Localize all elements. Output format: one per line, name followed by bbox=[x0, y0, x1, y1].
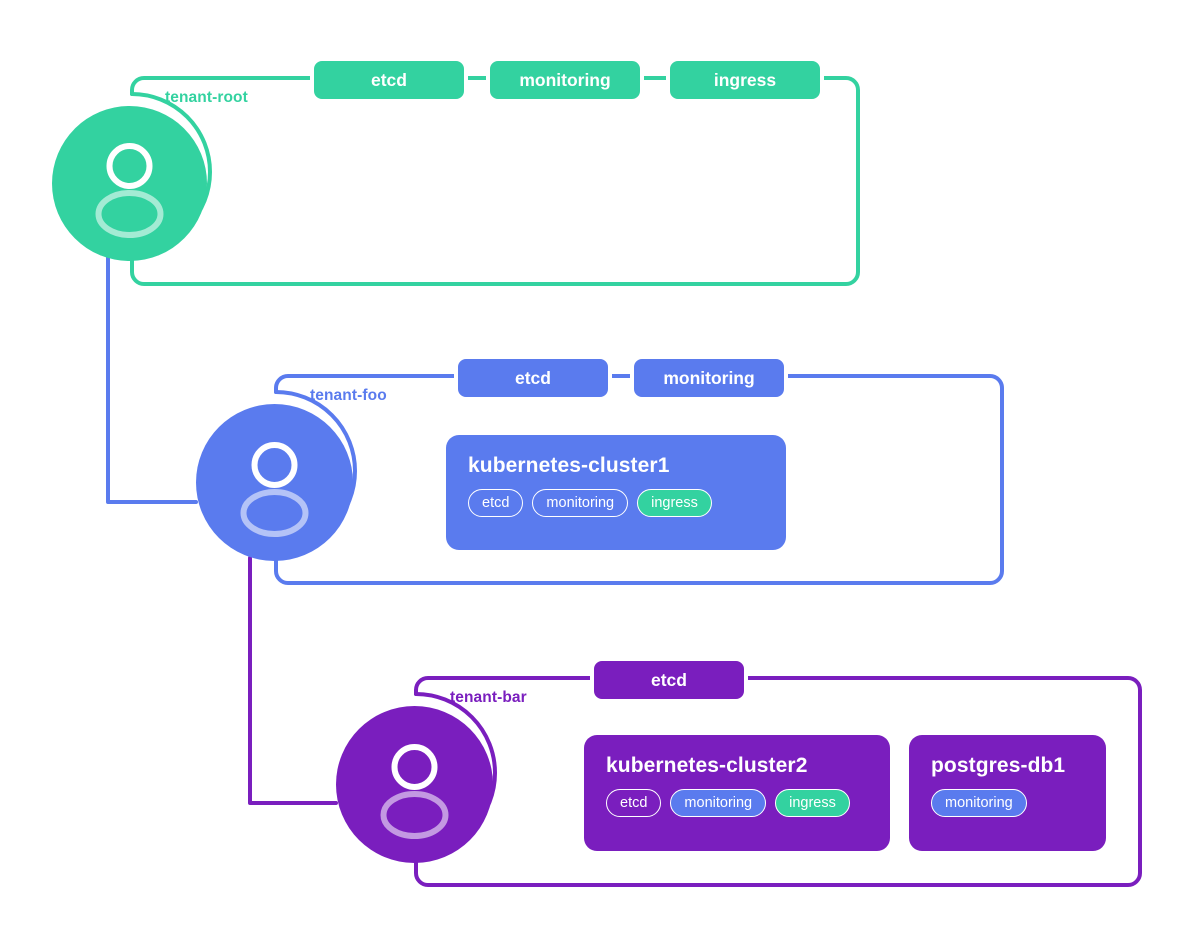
tenant-foo-label: tenant-foo bbox=[310, 387, 387, 404]
connector-root-to-foo bbox=[106, 254, 198, 504]
tenant-root-tab-etcd[interactable]: etcd bbox=[310, 57, 468, 103]
tenant-root-tab-monitoring[interactable]: monitoring bbox=[486, 57, 644, 103]
tenant-bar-avatar[interactable] bbox=[336, 706, 493, 863]
chip-etcd[interactable]: etcd bbox=[468, 489, 524, 517]
tenant-foo-tab-monitoring[interactable]: monitoring bbox=[630, 355, 788, 401]
resource-card-title: kubernetes-cluster1 bbox=[468, 454, 670, 477]
resource-card-kubernetes-cluster1[interactable]: kubernetes-cluster1 etcd monitoring ingr… bbox=[446, 435, 786, 550]
chip-monitoring[interactable]: monitoring bbox=[532, 489, 629, 517]
chip-ingress[interactable]: ingress bbox=[775, 789, 850, 817]
tenant-root-avatar[interactable] bbox=[52, 106, 207, 261]
chip-ingress[interactable]: ingress bbox=[637, 489, 712, 517]
resource-chip-list: etcd monitoring ingress bbox=[606, 789, 868, 817]
chip-monitoring[interactable]: monitoring bbox=[670, 789, 767, 817]
resource-chip-list: monitoring bbox=[931, 789, 1084, 817]
resource-card-title: kubernetes-cluster2 bbox=[606, 754, 808, 777]
user-avatar-icon bbox=[240, 442, 309, 537]
resource-card-kubernetes-cluster2[interactable]: kubernetes-cluster2 etcd monitoring ingr… bbox=[584, 735, 890, 851]
tenant-root-frame bbox=[130, 76, 860, 286]
user-avatar-icon bbox=[380, 744, 449, 839]
user-avatar-icon bbox=[95, 143, 164, 238]
chip-monitoring[interactable]: monitoring bbox=[931, 789, 1027, 817]
resource-card-title: postgres-db1 bbox=[931, 754, 1066, 777]
tenant-foo-avatar[interactable] bbox=[196, 404, 353, 561]
connector-foo-to-bar bbox=[248, 556, 338, 805]
chip-etcd[interactable]: etcd bbox=[606, 789, 662, 817]
tenant-bar-label: tenant-bar bbox=[450, 689, 527, 706]
resource-card-postgres-db1[interactable]: postgres-db1 monitoring bbox=[909, 735, 1106, 851]
tenant-foo-tab-etcd[interactable]: etcd bbox=[454, 355, 612, 401]
resource-chip-list: etcd monitoring ingress bbox=[468, 489, 764, 517]
tenant-root-label: tenant-root bbox=[165, 89, 248, 106]
tenant-bar-tab-etcd[interactable]: etcd bbox=[590, 657, 748, 703]
tenant-root-tab-ingress[interactable]: ingress bbox=[666, 57, 824, 103]
